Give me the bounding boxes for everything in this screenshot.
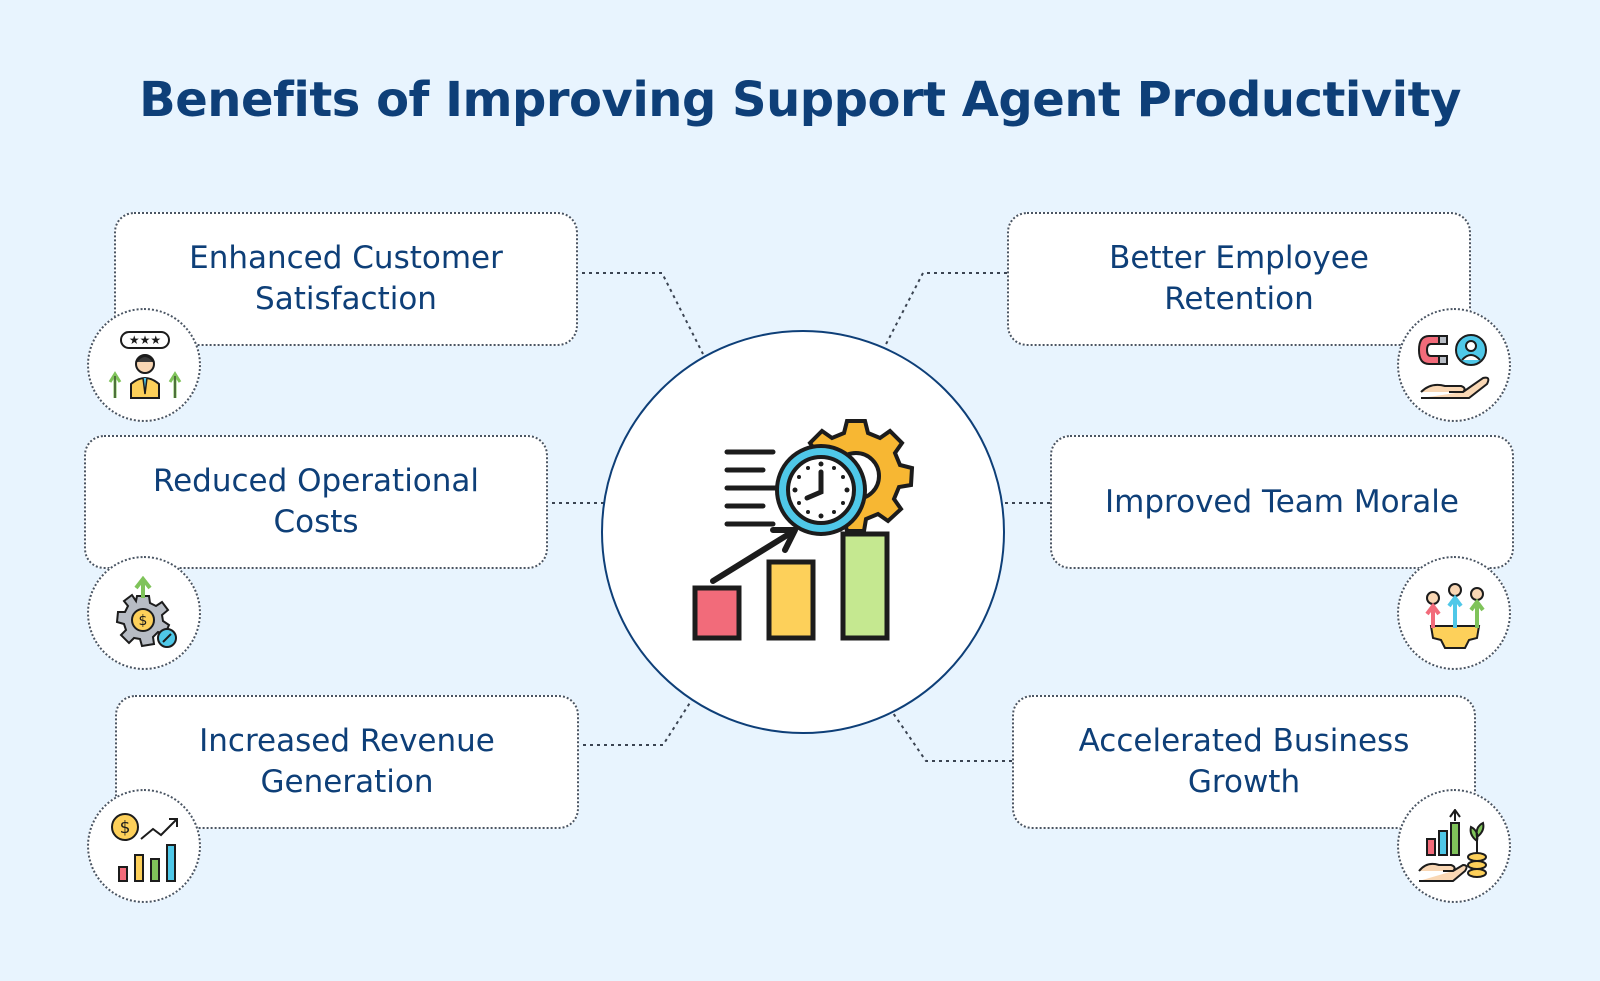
connector-employee-retention xyxy=(883,272,1007,349)
benefit-label: Accelerated Business Growth xyxy=(1078,723,1410,800)
benefit-label: Reduced Operational Costs xyxy=(152,463,480,540)
benefit-label: Better Employee Retention xyxy=(1109,240,1369,317)
badge-reduced-operational-costs: $ xyxy=(87,556,201,670)
badge-enhanced-customer-satisfaction: ★★★ xyxy=(87,308,201,422)
benefit-card-enhanced-customer-satisfaction: Enhanced Customer Satisfaction xyxy=(114,212,578,346)
badge-accelerated-business-growth xyxy=(1397,789,1511,903)
cost-gear-icon: $ xyxy=(115,576,177,648)
svg-text:$: $ xyxy=(120,818,131,838)
magnet-employee-icon xyxy=(1417,334,1490,399)
badge-better-employee-retention xyxy=(1397,308,1511,422)
central-hub xyxy=(601,330,1005,734)
benefit-card-better-employee-retention: Better Employee Retention xyxy=(1007,212,1471,346)
benefit-label: Enhanced Customer Satisfaction xyxy=(189,240,503,317)
benefit-card-increased-revenue-generation: Increased Revenue Generation xyxy=(115,695,579,829)
svg-text:★★★: ★★★ xyxy=(129,333,161,347)
customer-rating-icon: ★★★ xyxy=(108,331,182,399)
team-growth-icon xyxy=(1425,583,1485,649)
benefit-label: Improved Team Morale xyxy=(1105,483,1459,520)
connector-increased-revenue xyxy=(583,697,694,746)
connector-business-growth xyxy=(892,712,1012,762)
benefit-card-reduced-operational-costs: Reduced Operational Costs xyxy=(84,435,548,569)
productivity-chart-icon xyxy=(692,419,915,641)
revenue-chart-icon: $ xyxy=(111,813,178,882)
page-title: Benefits of Improving Support Agent Prod… xyxy=(139,72,1461,128)
benefit-card-accelerated-business-growth: Accelerated Business Growth xyxy=(1012,695,1476,829)
benefit-card-improved-team-morale: Improved Team Morale xyxy=(1050,435,1514,569)
badge-increased-revenue-generation: $ xyxy=(87,789,201,903)
benefit-label: Increased Revenue Generation xyxy=(199,723,495,800)
connector-enhanced-customer xyxy=(582,272,704,355)
business-growth-icon xyxy=(1418,809,1487,882)
badge-improved-team-morale xyxy=(1397,556,1511,670)
svg-text:$: $ xyxy=(139,613,148,629)
